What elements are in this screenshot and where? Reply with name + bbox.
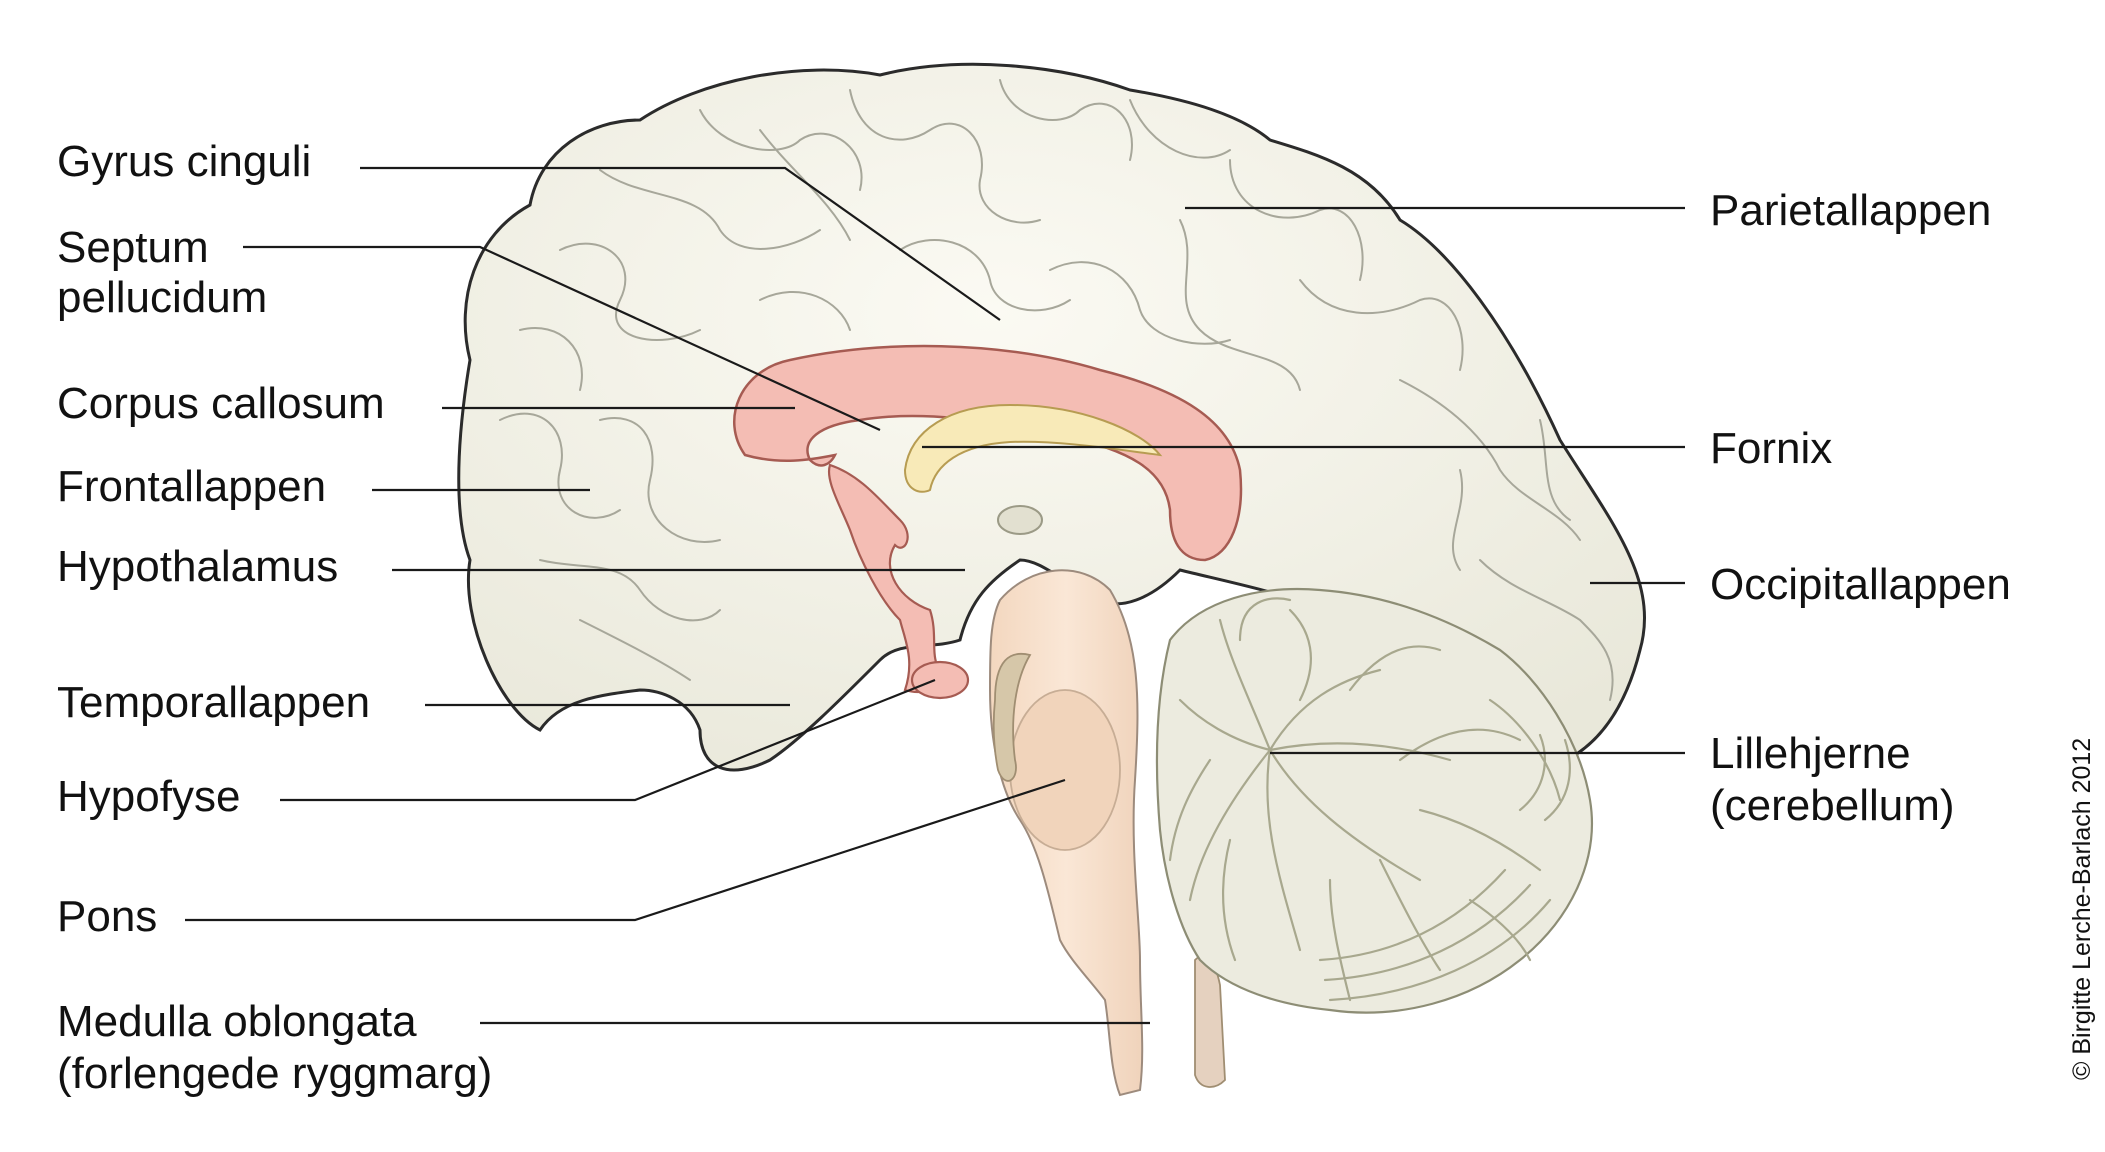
label-septum-pellucidum-line1: Septum (57, 223, 209, 272)
label-occipitallappen: Occipitallappen (1710, 560, 2011, 609)
cerebellum-shape (1155, 587, 1593, 1014)
label-hypofyse: Hypofyse (57, 772, 240, 821)
label-fornix: Fornix (1710, 424, 1832, 473)
label-lillehjerne-line1: Lillehjerne (1710, 729, 1911, 778)
pons-shape (1009, 689, 1121, 851)
hypofyse-shape (910, 660, 970, 700)
label-hypothalamus: Hypothalamus (57, 542, 338, 591)
leader-pons (185, 778, 1066, 922)
label-frontallappen: Frontallappen (57, 462, 326, 511)
fornix-shape (903, 403, 1163, 493)
leader-septum-pellucidum (243, 245, 881, 432)
cortex-gyri (499, 79, 1614, 701)
label-gyrus-cinguli: Gyrus cinguli (57, 137, 311, 186)
label-septum-pellucidum-line2: pellucidum (57, 273, 267, 322)
labels-right: Parietallappen Fornix Occipitallappen Li… (1710, 186, 2011, 830)
leader-lines (185, 166, 1685, 1025)
copyright-text: © Birgitte Lerche-Barlach 2012 (2068, 738, 2096, 1080)
label-medulla-oblongata-line1: Medulla oblongata (57, 997, 417, 1046)
thalamus-shape (997, 505, 1043, 535)
label-temporallappen: Temporallappen (57, 678, 370, 727)
label-lillehjerne-line2: (cerebellum) (1710, 781, 1955, 830)
label-corpus-callosum: Corpus callosum (57, 379, 385, 428)
label-medulla-oblongata-line2: (forlengede ryggmarg) (57, 1049, 492, 1098)
leader-hypofyse (280, 678, 936, 802)
cerebral-peduncle (992, 653, 1032, 782)
leader-gyrus-cinguli (360, 166, 1001, 321)
label-pons: Pons (57, 892, 157, 941)
labels-left: Gyrus cinguli Septum pellucidum Corpus c… (57, 137, 492, 1098)
label-parietallappen: Parietallappen (1710, 186, 1991, 235)
corpus-callosum-shape (733, 344, 1243, 562)
